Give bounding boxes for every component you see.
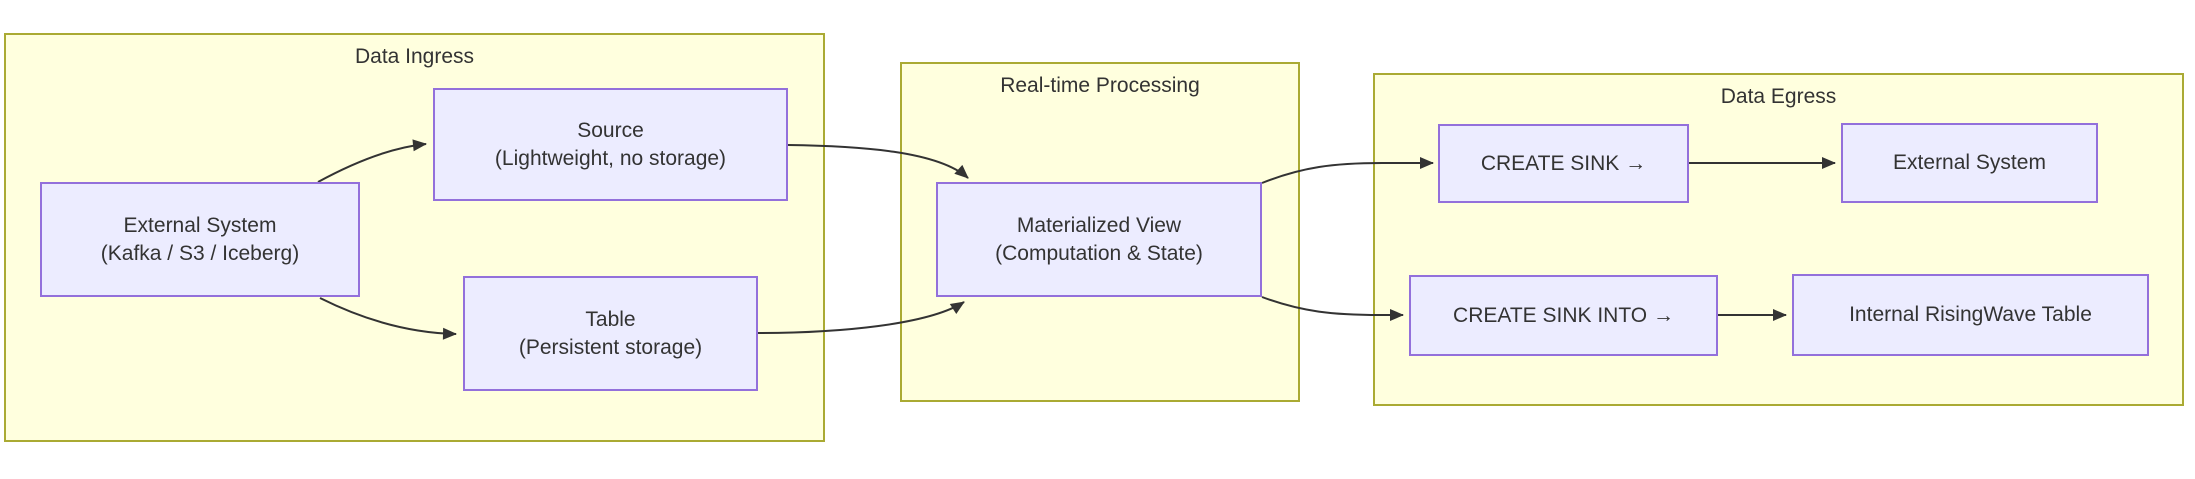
- node-source: Source (Lightweight, no storage): [433, 88, 788, 201]
- node-label-line: (Persistent storage): [518, 335, 703, 359]
- node-label-line: (Kafka / S3 / Iceberg): [100, 241, 300, 265]
- node-external-system-ingress: External System (Kafka / S3 / Iceberg): [40, 182, 360, 297]
- node-label-line: Source: [577, 118, 644, 142]
- cluster-title-real-time-processing: Real-time Processing: [1000, 74, 1200, 97]
- node-external-system-egress: External System: [1841, 123, 2098, 203]
- node-label-line: (Lightweight, no storage): [494, 146, 727, 170]
- node-label-line: CREATE SINK →: [1480, 151, 1647, 175]
- node-table: Table (Persistent storage): [463, 276, 758, 391]
- node-label-line: Materialized View: [1016, 213, 1182, 237]
- cluster-title-data-egress: Data Egress: [1720, 85, 1837, 108]
- node-label-line: Table: [585, 307, 636, 331]
- node-create-sink: CREATE SINK →: [1438, 124, 1689, 203]
- node-label-line: External System: [1893, 151, 2046, 174]
- node-label-line: (Computation & State): [995, 241, 1203, 265]
- node-label-line: Internal RisingWave Table: [1849, 303, 2092, 326]
- node-label-line: External System: [123, 213, 277, 237]
- node-create-sink-into: CREATE SINK INTO →: [1409, 275, 1718, 356]
- node-internal-risingwave-table: Internal RisingWave Table: [1792, 274, 2149, 356]
- node-materialized-view: Materialized View (Computation & State): [936, 182, 1262, 297]
- cluster-title-data-ingress: Data Ingress: [354, 45, 475, 68]
- node-label-line: CREATE SINK INTO →: [1453, 303, 1674, 327]
